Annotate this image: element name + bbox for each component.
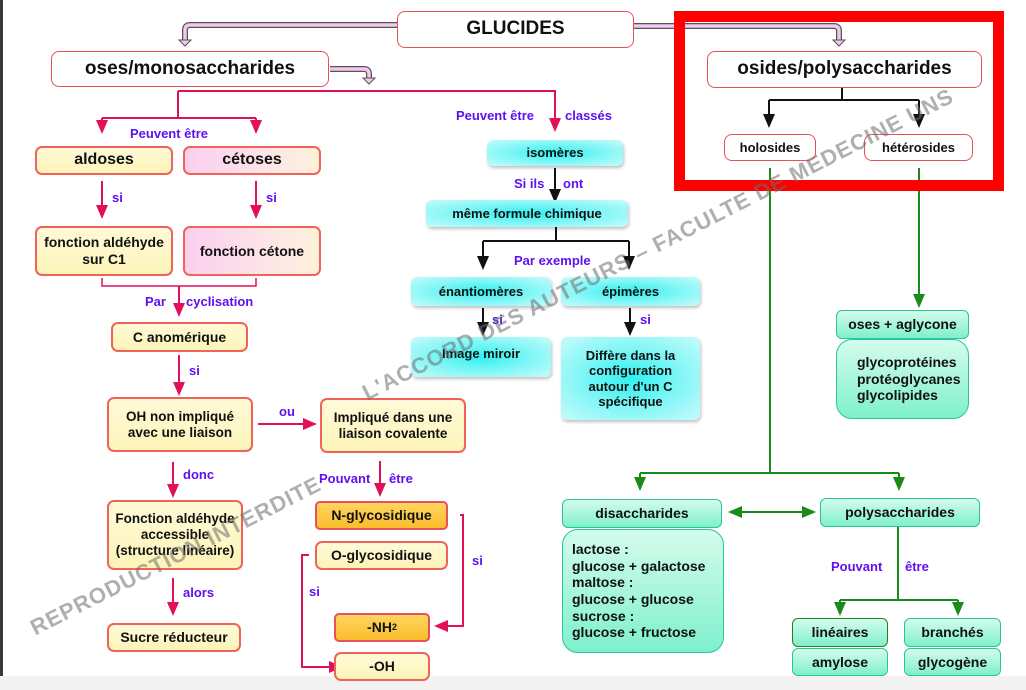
box-n-glycosidique: N-glycosidique [315,501,448,530]
box-disaccharide-examples: lactose : glucose + galactose maltose : … [562,529,724,653]
label-etre-poly: être [905,559,929,574]
label-si-o: si [309,584,320,599]
label-si-n: si [472,553,483,568]
label-si-cetoses: si [266,190,277,205]
label-cyclisation: cyclisation [186,294,254,309]
red-highlight-frame [674,11,1004,191]
box-lineaires: linéaires [792,618,888,647]
title-glucides: GLUCIDES [397,11,634,48]
hetero-example: protéoglycanes [857,370,961,387]
label-pouvant-poly: Pouvant [831,559,883,574]
box-amylose: amylose [792,648,888,676]
window-bottom-edge [0,676,1026,690]
box-aldoses: aldoses [35,146,173,175]
block-arrow-to-oses [177,22,397,47]
box-meme-formule: même formule chimique [426,200,628,227]
box-enantiomeres: énantiomères [411,277,551,306]
label-par: Par [145,294,166,309]
block-arrow-to-osides [634,23,847,47]
label-donc: donc [183,467,215,482]
disaccharide-line: glucose + fructose [572,624,697,641]
box-o-glycosidique: O-glycosidique [315,541,448,570]
disaccharide-line: maltose : [572,574,634,591]
disaccharide-line: sucrose : [572,607,635,624]
box-hetero-examples: glycoprotéines protéoglycanes glycolipid… [836,339,969,419]
label-peuvent-etre-classes: Peuvent être [456,108,535,123]
arrow-o-to-oh [301,554,343,673]
label-classes: classés [565,108,612,123]
box-differe: Diffère dans la configuration autour d'u… [561,337,700,420]
label-par-exemple: Par exemple [514,253,591,268]
label-si-anomerique: si [189,363,200,378]
disaccharide-line: glucose + glucose [572,591,694,607]
label-etre: être [389,471,413,486]
box-oh-non-implique: OH non impliqué avec une liaison [107,397,253,452]
disaccharide-line: glucose + galactose [572,557,706,574]
label-si-enantiomeres: si [492,312,503,327]
arrow-n-to-nh2 [434,514,464,632]
hetero-example: glycoprotéines [857,354,957,371]
box-oses-aglycone: oses + aglycone [836,310,969,339]
label-ou: ou [279,404,295,419]
nh2-subscript: 2 [391,622,397,633]
label-ont: ont [563,176,584,191]
arrow-to-isomeres [178,90,561,132]
box-polysaccharides: polysaccharides [820,498,980,527]
box-isomeres: isomères [487,140,623,166]
box-c-anomerique: C anomérique [111,322,248,352]
box-osides-polysaccharides: osides/polysaccharides [707,51,982,88]
box-image-miroir: Image miroir [411,337,551,377]
nh2-text: -NH [367,619,392,636]
box-implique-liaison: Impliqué dans une liaison covalente [320,398,466,453]
box-fonction-cetone: fonction cétone [183,226,321,276]
label-peuvent-etre: Peuvent être [130,126,209,141]
label-si-aldoses: si [112,190,123,205]
disaccharide-line: lactose : [572,541,629,558]
box-holosides: holosides [724,134,816,161]
box-branches: branchés [904,618,1001,647]
box-epimeres: épimères [561,277,700,306]
label-si-epimeres: si [640,312,651,327]
box-fonction-accessible: Fonction aldéhyde accessible (structure … [107,500,243,570]
box-heterosides: hétérosides [864,134,973,161]
label-alors: alors [183,585,215,600]
hetero-example: glycolipides [857,387,938,404]
box-sucre-reducteur: Sucre réducteur [107,623,241,652]
box-glycogene: glycogène [904,648,1001,676]
window-left-edge [0,0,3,690]
box-oh: -OH [334,652,430,681]
box-oses-monosaccharides: oses/monosaccharides [51,51,329,87]
box-disaccharides: disaccharides [562,499,722,528]
label-pouvant: Pouvant [319,471,371,486]
label-si-ils: Si ils [514,176,545,191]
block-arrow-oses-right [330,66,377,85]
box-fonction-aldehyde: fonction aldéhyde sur C1 [35,226,173,276]
box-cetoses: cétoses [183,146,321,175]
